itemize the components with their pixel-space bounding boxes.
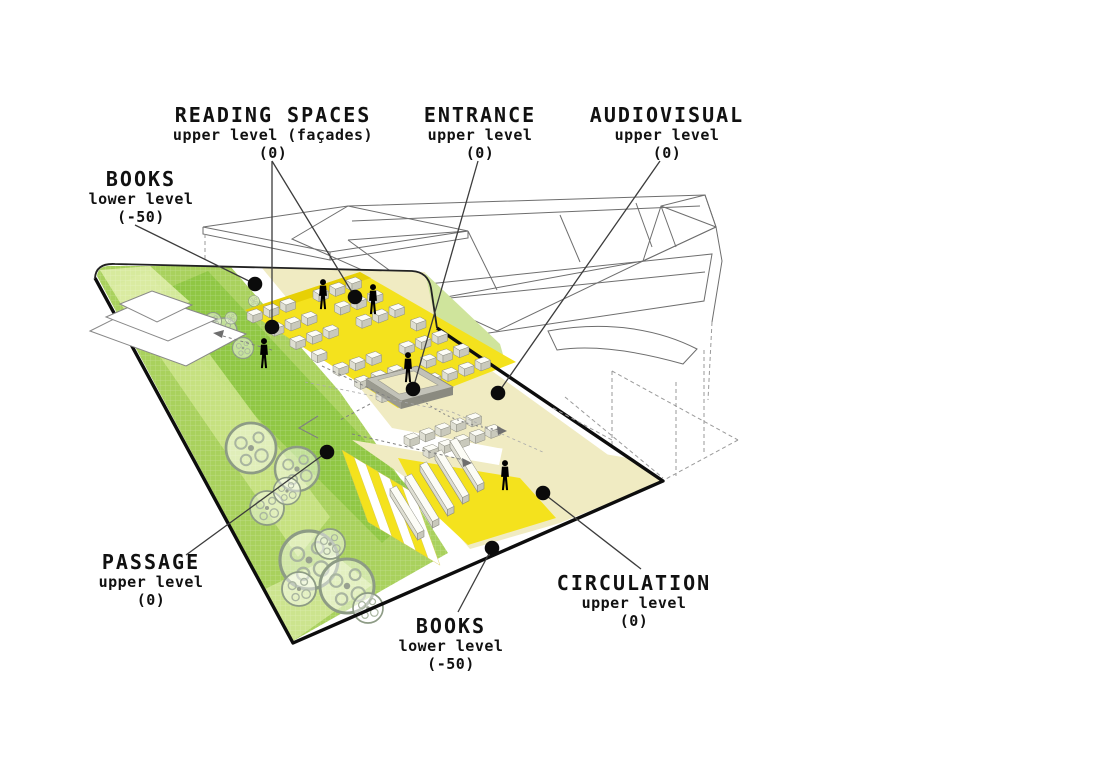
label-circulation: CIRCULATION upper level (0) — [557, 572, 711, 630]
label-title: AUDIOVISUAL — [589, 103, 745, 127]
label-books-lower-level: BOOKS lower level (-50) — [89, 168, 194, 226]
label-title: BOOKS — [415, 614, 487, 638]
book-stacks-and-shelves — [88, 276, 501, 541]
label-entrance: ENTRANCE upper level (0) — [424, 104, 536, 162]
label-level: upper level — [614, 126, 720, 144]
label-elevation: (-50) — [117, 208, 165, 226]
label-title: BOOKS — [105, 167, 177, 191]
label-level: upper level — [427, 126, 533, 144]
label-books-lower-level-2: BOOKS lower level (-50) — [399, 615, 504, 673]
label-level: upper level — [581, 594, 687, 612]
label-title: READING SPACES — [174, 103, 372, 127]
label-level: upper level (façades) — [172, 126, 374, 144]
label-level: lower level — [88, 190, 194, 208]
label-level: upper level — [98, 573, 204, 591]
label-level: lower level — [398, 637, 504, 655]
label-title: PASSAGE — [101, 550, 201, 574]
label-title: CIRCULATION — [556, 571, 712, 595]
label-title: ENTRANCE — [423, 103, 537, 127]
label-elevation: (-50) — [427, 655, 475, 673]
circulation-dashed-paths — [213, 330, 546, 467]
label-elevation: (0) — [136, 591, 166, 609]
label-elevation: (0) — [619, 612, 649, 630]
label-elevation: (0) — [652, 144, 682, 162]
label-audiovisual: AUDIOVISUAL upper level (0) — [590, 104, 744, 162]
label-elevation: (0) — [465, 144, 495, 162]
projection-dashed-lines — [552, 370, 739, 481]
label-reading-spaces: READING SPACES upper level (façades) (0) — [173, 104, 373, 162]
leader-lines-and-dots — [134, 160, 661, 613]
label-elevation: (0) — [258, 144, 288, 162]
label-passage: PASSAGE upper level (0) — [99, 551, 204, 609]
